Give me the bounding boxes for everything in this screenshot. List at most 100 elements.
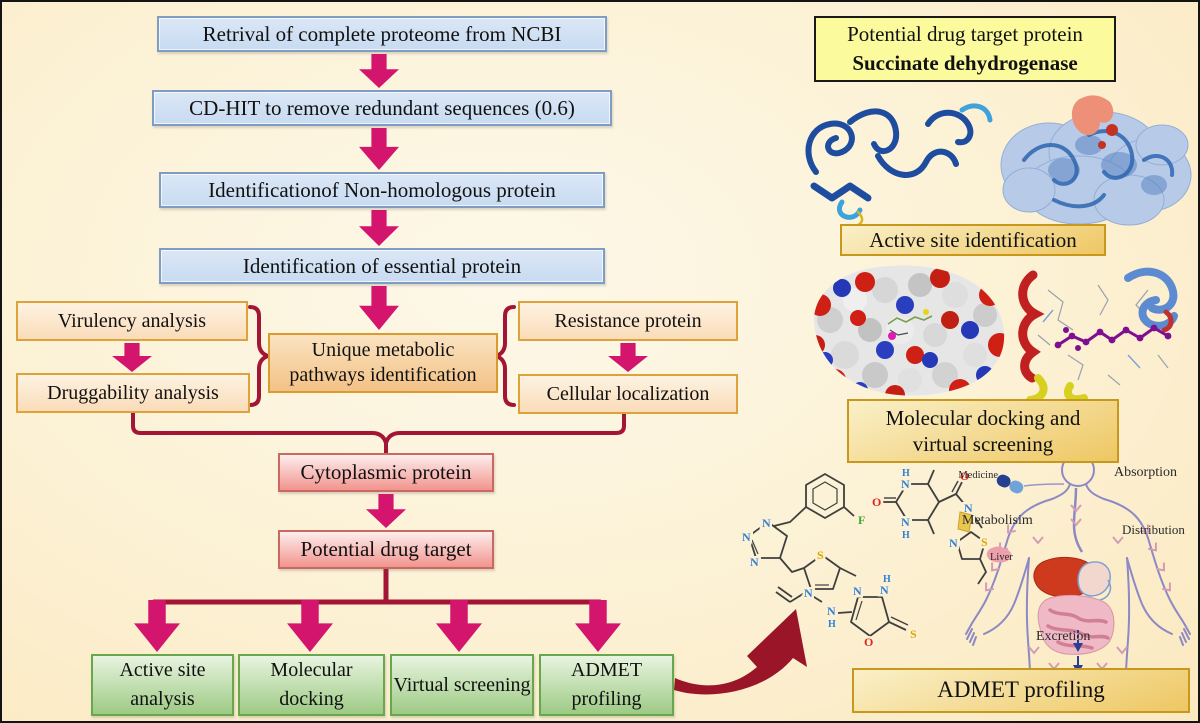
docking-surface-illustration: [814, 265, 1005, 396]
arrow-down-5: [366, 494, 406, 528]
active-site-id-label: Active site identification: [840, 224, 1106, 256]
arrow-down-3: [359, 210, 399, 246]
human-body-illustration: Medicine Absorption Metabolisim Liver Di…: [957, 453, 1191, 675]
protein-surface-illustration: [1000, 95, 1192, 226]
arrow-output-4: [575, 600, 621, 652]
brace-left-pair: [248, 305, 270, 407]
active-site-id-text: Active site identification: [869, 227, 1077, 252]
svg-text:N: N: [853, 584, 862, 598]
box-resistance: Resistance protein: [518, 301, 738, 341]
red-helix: [1018, 270, 1045, 383]
purple-ligand: [1054, 324, 1172, 351]
svg-text:N: N: [827, 604, 836, 618]
box-cellular: Cellular localization: [518, 374, 738, 414]
svg-text:H: H: [902, 530, 910, 541]
arrow-output-3: [436, 600, 482, 652]
active-site-highlight: [1071, 95, 1114, 136]
arrow-output-1: [134, 600, 180, 652]
yellow-strands: [1026, 374, 1088, 404]
box-virulency: Virulency analysis: [16, 301, 248, 341]
step-cdhit: CD-HIT to remove redundant sequences (0.…: [152, 90, 612, 126]
druggability-label: Druggability analysis: [47, 381, 219, 404]
arrow-output-2: [287, 600, 333, 652]
body-label-medicine: Medicine: [958, 470, 998, 481]
arrow-down-2: [359, 128, 399, 170]
docking-ribbon-illustration: [1018, 267, 1178, 404]
admet-profiling-text: ADMET profiling: [937, 677, 1105, 703]
step-retrieval: Retrival of complete proteome from NCBI: [157, 16, 607, 52]
svg-text:H: H: [883, 574, 891, 585]
box-admet: ADMET profiling: [539, 654, 674, 716]
body-label-absorption: Absorption: [1114, 465, 1177, 480]
docking-screening-label: Molecular docking and virtual screening: [847, 399, 1119, 463]
brace-right-pair: [494, 305, 516, 407]
svg-text:N: N: [742, 530, 751, 544]
arrow-down-1: [359, 54, 399, 88]
virulency-label: Virulency analysis: [57, 309, 207, 332]
arrow-down-left: [112, 343, 152, 372]
step-nonhomologous-label: Identificationof Non-homologous protein: [208, 177, 556, 202]
cytoplasmic-label: Cytoplasmic protein: [300, 460, 472, 485]
unique-pathways-line2: pathways identification: [289, 364, 477, 386]
step-retrieval-label: Retrival of complete proteome from NCBI: [202, 21, 562, 46]
svg-text:S: S: [817, 548, 824, 562]
svg-text:N: N: [804, 586, 813, 600]
svg-text:O: O: [872, 495, 881, 509]
step-cdhit-label: CD-HIT to remove redundant sequences (0.…: [189, 95, 575, 120]
step-essential-label: Identification of essential protein: [242, 253, 522, 278]
atom-F: F: [858, 513, 865, 527]
stomach-organ: [1077, 561, 1111, 597]
svg-text:N: N: [901, 515, 910, 529]
metabolism-glass-icon: [957, 511, 973, 533]
liver-small-icon: [986, 546, 1012, 563]
svg-text:N: N: [880, 583, 889, 597]
protein-ribbon-illustration: [805, 103, 993, 228]
docked-ligand: [887, 309, 933, 340]
target-protein-box: Potential drug target protein Succinate …: [814, 16, 1116, 82]
unique-pathways-line1: Unique metabolic: [311, 339, 455, 361]
svg-text:N: N: [762, 516, 771, 530]
body-label-metabolism: Metabolisim: [962, 513, 1033, 528]
box-virtual-screening: Virtual screening: [390, 654, 534, 716]
box-active-site: Active site analysis: [91, 654, 234, 716]
docking-label-line2: virtual screening: [912, 432, 1054, 456]
cellular-label: Cellular localization: [546, 382, 710, 405]
docking-label-line1: Molecular docking and: [885, 405, 1081, 430]
chemical-structures-illustration: F NN N SN NH NH O O NH SN NH N NH O S: [740, 466, 991, 652]
body-label-liver: Liver: [990, 552, 1013, 563]
box-potential-target: Potential drug target: [278, 530, 494, 569]
svg-text:N: N: [949, 536, 958, 550]
active-site-label: Active site analysis: [119, 659, 206, 710]
intestines-organ: [1037, 594, 1115, 655]
step-nonhomologous: Identificationof Non-homologous protein: [159, 172, 605, 208]
arrow-down-4: [359, 286, 399, 330]
resistance-label: Resistance protein: [554, 309, 702, 332]
blue-ribbons: [1124, 267, 1178, 330]
body-label-distribution: Distribution: [1122, 522, 1185, 537]
box-druggability: Druggability analysis: [16, 373, 250, 413]
gather-brace: [131, 411, 626, 445]
potential-target-label: Potential drug target: [300, 537, 472, 562]
svg-text:H: H: [828, 619, 836, 630]
arrow-down-right: [608, 343, 648, 372]
ribbon-lightblue: [959, 103, 993, 123]
admet-label: ADMET profiling: [570, 659, 643, 710]
ribbon-lightblue-2: [837, 199, 863, 220]
box-unique-pathways: Unique metabolic pathways identification: [268, 333, 498, 393]
box-cytoplasmic: Cytoplasmic protein: [278, 453, 494, 492]
step-essential: Identification of essential protein: [159, 248, 605, 284]
target-protein-title: Potential drug target protein: [847, 21, 1083, 46]
box-molecular-docking: Molecular docking: [238, 654, 385, 716]
target-protein-name: Succinate dehydrogenase: [852, 51, 1078, 75]
svg-text:S: S: [981, 535, 988, 549]
svg-text:H: H: [902, 468, 910, 479]
svg-text:N: N: [750, 555, 759, 569]
molecular-docking-label: Molecular docking: [270, 659, 353, 710]
svg-text:O: O: [864, 635, 873, 649]
svg-text:O: O: [960, 469, 969, 483]
svg-text:S: S: [910, 627, 917, 641]
body-label-excretion: Excretion: [1036, 629, 1090, 644]
admet-profiling-label: ADMET profiling: [852, 668, 1190, 713]
svg-text:N: N: [901, 477, 910, 491]
